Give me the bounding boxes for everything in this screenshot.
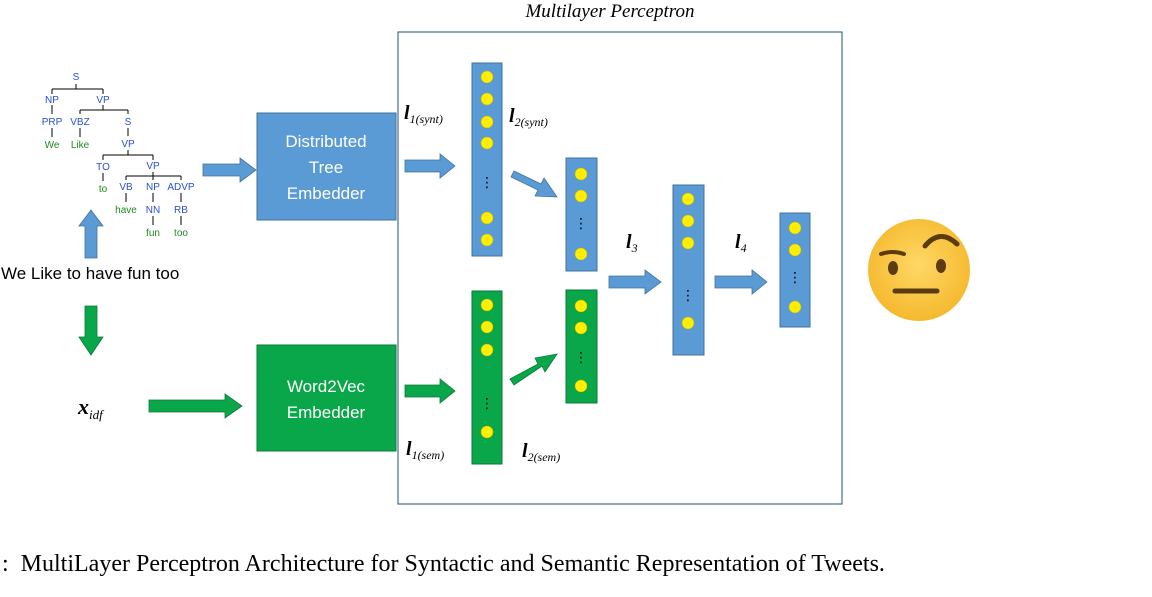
tree-node-np2: NP <box>146 182 160 193</box>
neuron <box>480 320 494 334</box>
neuron <box>574 299 588 313</box>
neuron <box>681 192 695 206</box>
tree-node-vbz: VBZ <box>70 117 89 128</box>
layer-l4: ⋮ <box>779 212 811 328</box>
arrow-sentence-to-xidf <box>78 305 104 356</box>
word2vec-embedder: Word2Vec Embedder <box>256 344 397 452</box>
neuron <box>574 321 588 335</box>
tree-leaf-too: too <box>174 228 188 239</box>
tree-node-nn: NN <box>146 205 160 216</box>
label-l3: l3 <box>626 231 638 255</box>
layer-l1-sem: ⋮ <box>471 290 503 465</box>
ellipsis: ⋮ <box>681 287 695 303</box>
tree-leaf-have: have <box>115 205 137 216</box>
figure-caption: : MultiLayer Perceptron Architecture for… <box>2 551 885 577</box>
w2v-label-line-1: Word2Vec <box>287 377 366 396</box>
dte-label-line-3: Embedder <box>287 184 366 203</box>
tree-node-s: S <box>73 72 80 83</box>
input-sentence: We Like to have fun too <box>1 264 179 283</box>
ellipsis: ⋮ <box>574 349 588 365</box>
w2v-label-line-2: Embedder <box>287 403 366 422</box>
neuron <box>480 211 494 225</box>
neuron <box>574 167 588 181</box>
neuron <box>480 70 494 84</box>
neuron <box>480 136 494 150</box>
parse-tree: S NP VP PRP We VBZ Like S VP TO to VP VB… <box>42 72 195 239</box>
label-l4: l4 <box>735 231 747 255</box>
ellipsis: ⋮ <box>574 215 588 231</box>
neuron <box>574 189 588 203</box>
arrow-to-l4 <box>714 269 768 295</box>
arrow-l1-synt-to-l2-synt <box>510 170 558 198</box>
ellipsis: ⋮ <box>480 395 494 411</box>
dte-label-line-1: Distributed <box>285 132 366 151</box>
arrow-dte-to-l1-synt <box>404 153 456 179</box>
xidf-label: xidf <box>77 394 105 422</box>
arrow-xidf-to-w2v <box>148 393 243 419</box>
neuron <box>788 300 802 314</box>
ellipsis: ⋮ <box>480 174 494 190</box>
neuron <box>480 425 494 439</box>
label-l1-synt: l1(synt) <box>404 102 443 126</box>
dte-label-line-2: Tree <box>309 158 343 177</box>
arrow-sentence-to-tree <box>78 209 104 259</box>
label-l2-sem: l2(sem) <box>522 440 560 464</box>
tree-node-rb: RB <box>174 205 188 216</box>
neuron <box>480 233 494 247</box>
layer-l3: ⋮ <box>672 184 705 356</box>
tree-node-np: NP <box>45 95 59 106</box>
neuron <box>480 298 494 312</box>
mlp-frame <box>397 31 843 505</box>
layer-l1-synt: ⋮ <box>471 62 503 257</box>
label-l1-sem: l1(sem) <box>406 438 444 462</box>
layer-l2-sem: ⋮ <box>565 289 598 404</box>
tree-node-advp: ADVP <box>167 182 195 193</box>
neuron <box>480 343 494 357</box>
tree-node-to: TO <box>96 162 110 173</box>
label-l2-synt: l2(synt) <box>509 105 548 129</box>
layer-l2-synt: ⋮ <box>565 157 598 272</box>
arrow-w2v-to-l1-sem <box>404 378 456 404</box>
tree-node-vp2: VP <box>121 139 135 150</box>
tree-leaf-to: to <box>99 184 108 195</box>
ellipsis: ⋮ <box>788 269 802 285</box>
distributed-tree-embedder: Distributed Tree Embedder <box>256 112 397 221</box>
neuron <box>574 379 588 393</box>
neuron <box>574 247 588 261</box>
arrow-l1-sem-to-l2-sem <box>509 353 558 386</box>
neuron <box>480 115 494 129</box>
neuron <box>788 221 802 235</box>
neuron <box>480 92 494 106</box>
neuron <box>681 214 695 228</box>
arrow-to-l3 <box>608 269 662 295</box>
tree-node-vb: VB <box>119 182 133 193</box>
tree-node-prp: PRP <box>42 117 63 128</box>
tree-node-vp: VP <box>96 95 110 106</box>
tree-leaf-we: We <box>45 140 60 151</box>
mlp-title: Multilayer Perceptron <box>524 1 694 22</box>
tree-node-vp3: VP <box>146 161 160 172</box>
neuron <box>681 316 695 330</box>
tree-leaf-like: Like <box>71 140 90 151</box>
raised-eyebrow-emoji-icon <box>868 219 970 321</box>
tree-leaf-fun: fun <box>146 228 160 239</box>
neuron <box>681 236 695 250</box>
tree-node-s2: S <box>125 117 132 128</box>
arrow-tree-to-dte <box>202 157 257 183</box>
neuron <box>788 243 802 257</box>
